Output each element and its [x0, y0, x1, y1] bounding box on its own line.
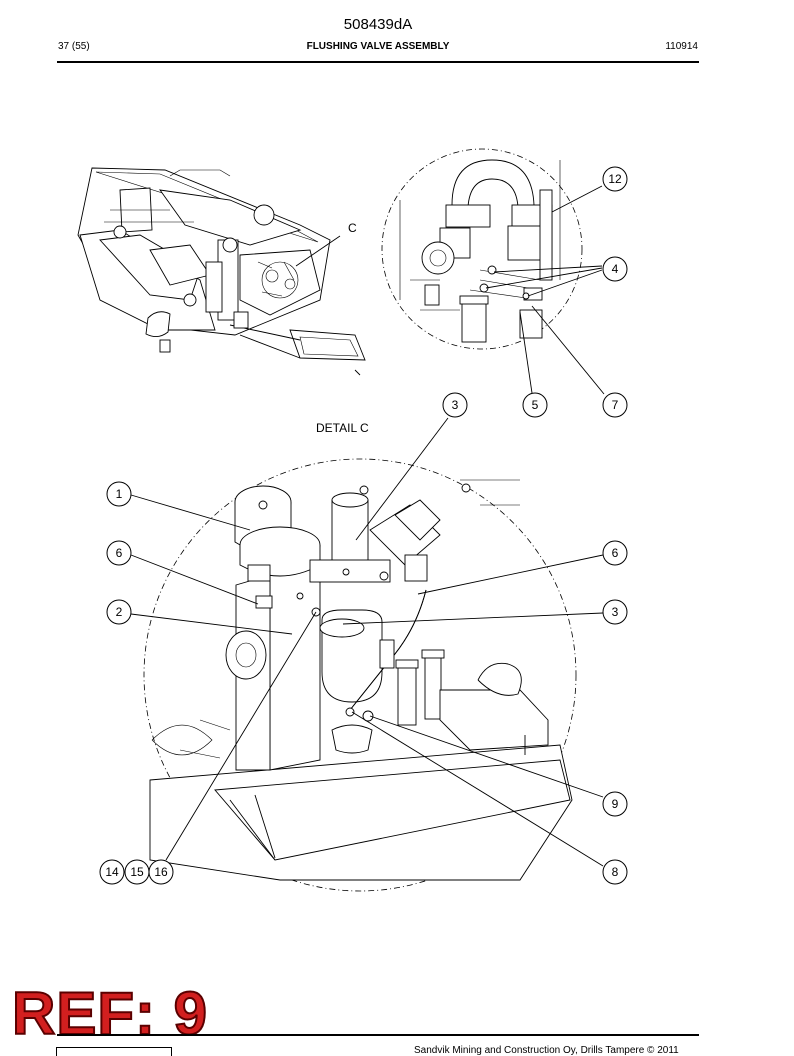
callout-8: 8: [602, 859, 628, 885]
svg-text:5: 5: [532, 398, 539, 412]
svg-text:7: 7: [612, 398, 619, 412]
svg-text:15: 15: [130, 865, 144, 879]
svg-text:3: 3: [452, 398, 459, 412]
svg-text:3: 3: [612, 605, 619, 619]
callout-7: 7: [602, 392, 628, 418]
view-c-label: C: [348, 221, 357, 235]
svg-text:8: 8: [612, 865, 619, 879]
callout-14: 14: [99, 859, 125, 885]
callout-6-left: 6: [106, 540, 132, 566]
section-title: FLUSHING VALVE ASSEMBLY: [306, 41, 450, 52]
callout-3-top: 3: [442, 392, 468, 418]
detail-inset-drawing: [381, 148, 583, 350]
detail-c-drawing: [143, 458, 577, 892]
svg-text:6: 6: [116, 546, 123, 560]
callout-15: 15: [124, 859, 150, 885]
callout-2: 2: [106, 599, 132, 625]
svg-text:16: 16: [154, 865, 168, 879]
page-reference: 37 (55): [58, 41, 90, 52]
callout-1: 1: [106, 481, 132, 507]
callout-5: 5: [522, 392, 548, 418]
svg-text:9: 9: [612, 797, 619, 811]
footer-copyright: Sandvik Mining and Construction Oy, Dril…: [414, 1045, 679, 1056]
overview-machine-drawing: [77, 167, 366, 376]
detail-c-label: DETAIL C: [316, 421, 369, 435]
callout-3: 3: [602, 599, 628, 625]
callout-4: 4: [602, 256, 628, 282]
date-code: 110914: [665, 41, 698, 52]
callout-6-right: 6: [602, 540, 628, 566]
svg-text:2: 2: [116, 605, 123, 619]
svg-text:6: 6: [612, 546, 619, 560]
svg-text:12: 12: [608, 172, 622, 186]
callout-12: 12: [602, 166, 628, 192]
svg-text:4: 4: [612, 262, 619, 276]
footer-rule: [57, 1034, 699, 1036]
company-logo: [56, 1047, 172, 1056]
document-number: 508439dA: [343, 16, 413, 33]
svg-text:1: 1: [116, 487, 123, 501]
header-rule: [57, 61, 699, 63]
callout-9: 9: [602, 791, 628, 817]
callout-16: 16: [148, 859, 174, 885]
svg-text:14: 14: [105, 865, 119, 879]
